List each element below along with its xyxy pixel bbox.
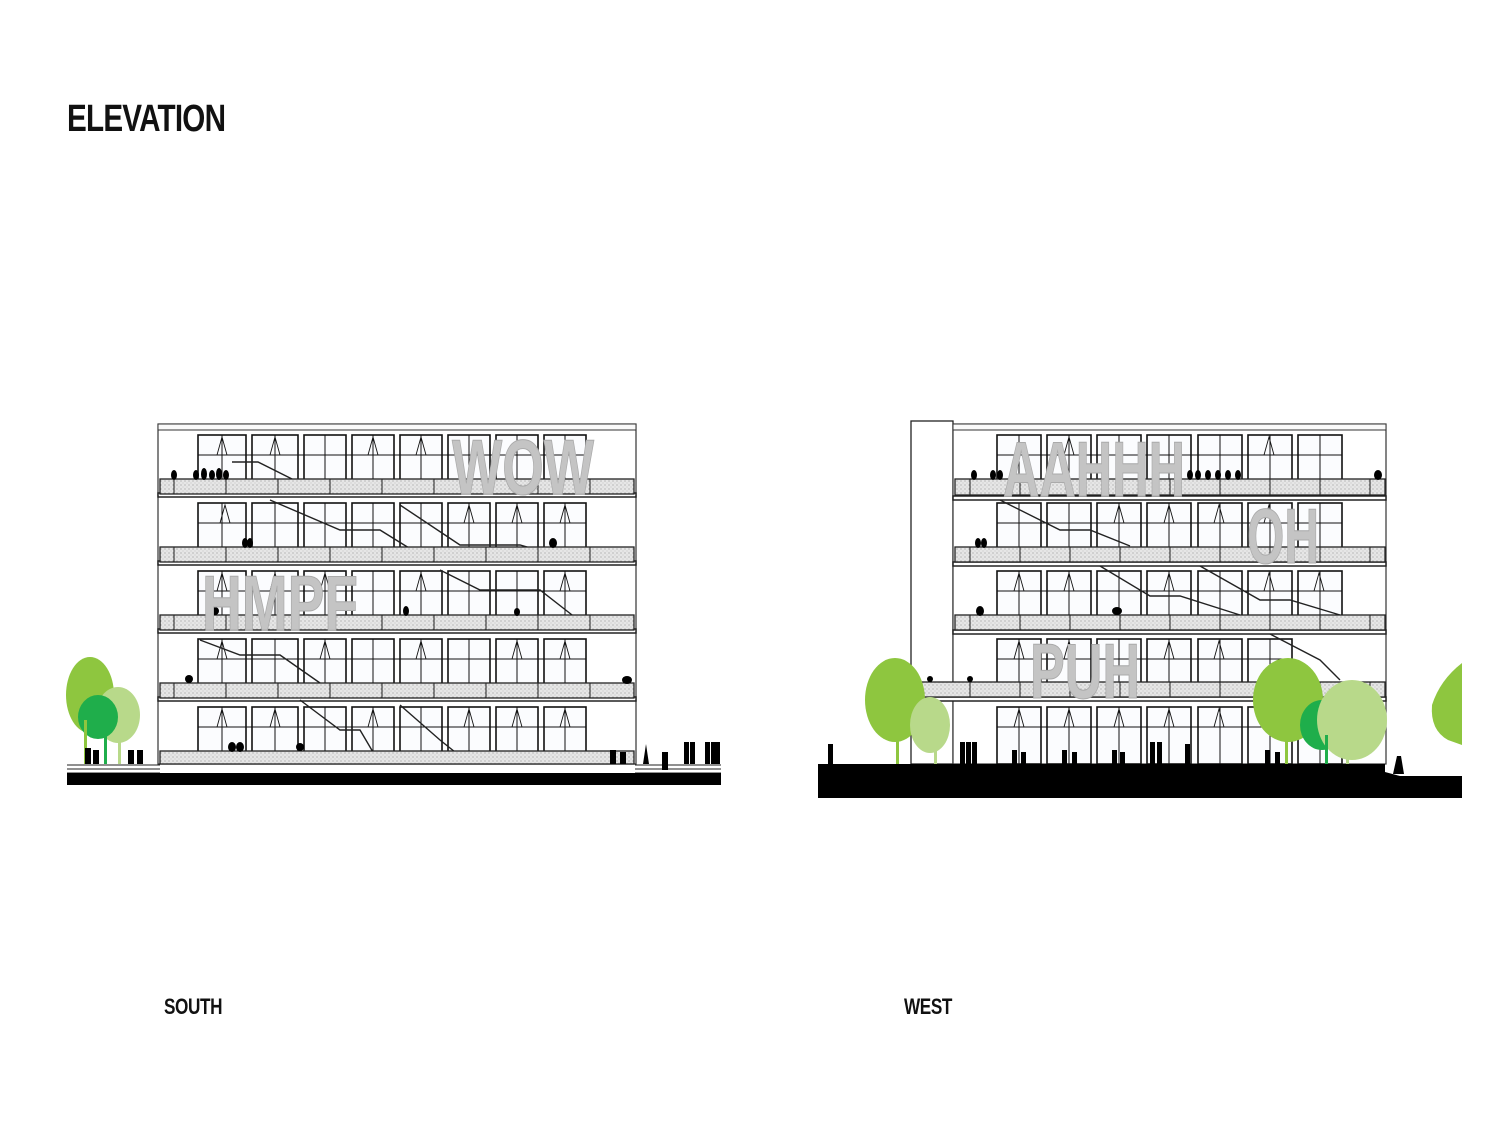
page-title: ELEVATION [67, 98, 226, 140]
west-elevation-label: WEST [904, 994, 953, 1019]
supergraphic-oh: OH [1247, 492, 1319, 580]
tree-icon [66, 657, 140, 764]
supergraphic-wow: WOW [452, 423, 594, 511]
supergraphic-puh: PUH [1030, 627, 1140, 715]
ground-slab [67, 773, 721, 785]
west-elevation: AAHHH OH PUH [818, 420, 1462, 798]
south-elevation-label: SOUTH [164, 994, 223, 1019]
tree-icon [865, 658, 950, 764]
south-elevation: WOW HMPF [66, 423, 721, 785]
tree-icon [1431, 663, 1462, 745]
supergraphic-hmpf: HMPF [202, 559, 358, 647]
supergraphic-aahhh: AAHHH [1003, 425, 1185, 513]
ground-slab [818, 764, 1462, 798]
tree-icon [1253, 658, 1387, 764]
